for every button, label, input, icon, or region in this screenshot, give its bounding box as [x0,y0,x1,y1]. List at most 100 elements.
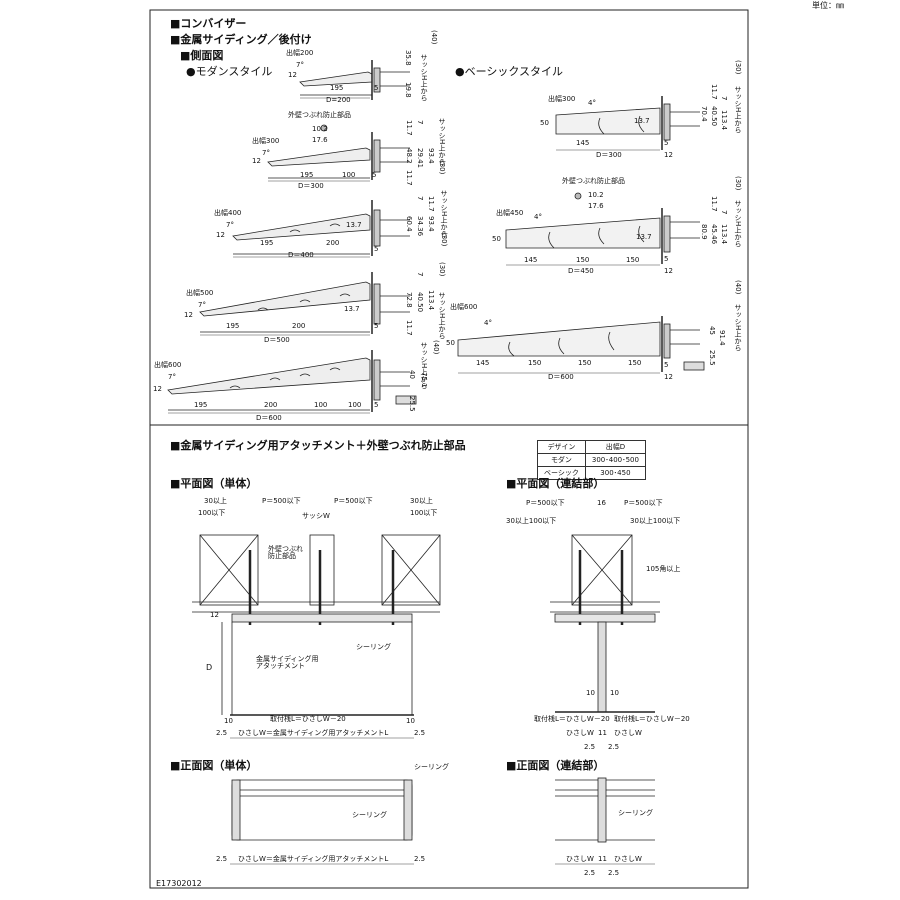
basic-300-d145: 145 [576,139,590,147]
basic-300-sash: サッシH上から [734,86,742,134]
basic-450-r3: 113.4 [720,224,728,245]
spec-cell: 300･400･500 [584,453,646,467]
modern-300-d100: 100 [342,171,356,179]
front-joint-title: ■正面図（連結部） [506,759,605,772]
basic-600-D: D＝600 [548,373,574,381]
front-single-drawing [230,779,414,865]
modern-500-r5: 7 [416,272,424,277]
prevent-part-label-2: 外壁つぶれ防止部品 [562,177,625,185]
basic-600-d12: 12 [664,373,673,381]
basic-300-D: D＝300 [596,151,622,159]
plan-single-dim-p2: P＝500以下 [334,497,373,505]
basic-300-d50: 50 [540,119,549,127]
modern-400-angle: 7° [226,221,234,229]
front-joint-w-left: ひさしW [566,855,594,863]
basic-450-r4: 11.7 [710,196,718,212]
drawing-code: E17302012 [156,879,202,888]
spec-header-width: 出幅D [584,440,646,454]
modern-500-angle: 7° [198,301,206,309]
modern-200-r1: 35.8 [404,50,412,66]
basic-300-width: 出幅300 [548,95,576,103]
basic-300-d137: 13.7 [634,117,650,125]
modern-300-r4: 93.4 [427,148,435,164]
basic-300-r2: 40.50 [710,106,718,127]
basic-600-d150a: 150 [528,359,542,367]
basic-600-r1: 45 [708,326,716,335]
unit-label: 単位：㎜ [812,1,844,10]
modern-200-D: D=200 [326,96,351,104]
basic-600-d150b: 150 [578,359,592,367]
modern-600-d12: 12 [153,385,162,393]
modern-300-r2: 48.2 [405,148,413,164]
modern-600-sash: サッシH上から [420,342,428,390]
basic-style-label: ●ベーシックスタイル [455,65,564,78]
plan-joint-16: 16 [597,499,606,507]
modern-600-d195: 195 [194,401,208,409]
front-single-w: ひさしW＝金属サイディング用アタッチメントL [238,855,389,863]
modern-500-d195: 195 [226,322,240,330]
basic-600-sash: サッシH上から [734,304,742,352]
modern-600-d5: 5 [374,401,379,409]
modern-400-width: 出幅400 [214,209,242,217]
modern-500-profile [199,272,410,334]
basic-450-d50: 50 [492,235,501,243]
modern-300-r5: 11.7 [405,170,413,186]
basic-300-angle: 4° [588,99,596,107]
plan-joint-bar-left: 取付桟L＝ひさしW－20 [534,715,610,723]
front-single-sealing-mid: シーリング [352,811,387,819]
plan-joint-title: ■平面図（連結部） [506,477,605,490]
modern-200-angle: 7° [296,61,304,69]
plan-single-b10a: 10 [224,717,233,725]
basic-300-r5: 7 [720,96,728,101]
basic-450-d150b: 150 [626,256,640,264]
basic-450-d145: 145 [524,256,538,264]
modern-300-d195: 195 [300,171,314,179]
basic-600-d5: 5 [664,361,669,369]
plan-joint-drawing [550,534,660,713]
spec-cell: モダン [537,453,586,467]
modern-200-r2: 19.8 [404,82,412,98]
basic-450-d5: 5 [664,255,669,263]
modern-300-angle: 7° [262,149,270,157]
basic-450-sash: サッシH上から [734,200,742,248]
modern-300-d5: 5 [372,171,377,179]
basic-450-r1: 80.9 [700,224,708,240]
modern-500-sash: サッシH上から [438,292,446,340]
plan-joint-w-right: ひさしW [614,729,642,737]
basic-300-r6: (30) [734,60,742,75]
plan-joint-25b: 2.5 [608,743,620,751]
modern-400-d5: 5 [374,245,379,253]
prevent-dim-1: 10.2 [312,125,328,133]
modern-500-d5: 5 [374,322,379,330]
basic-600-width: 出幅600 [450,303,478,311]
modern-200-width: 出幅200 [286,49,314,57]
plan-single-d12: 12 [210,611,219,619]
modern-600-r2: 75.1 [420,372,428,388]
modern-400-r5: 7 [416,196,424,201]
modern-600-r3: 25.5 [408,396,416,412]
plan-single-b25b: 2.5 [414,729,426,737]
modern-200-d5: 5 [374,84,379,92]
title-metal-siding: ■金属サイディング／後付け [170,33,312,46]
basic-450-r5: 7 [720,210,728,215]
basic-450-d12: 12 [664,267,673,275]
modern-400-sash: サッシH上から [440,190,448,238]
modern-400-D: D＝400 [288,251,314,259]
modern-500-r2: 40.50 [416,292,424,313]
basic-600-d150c: 150 [628,359,642,367]
front-joint-11: 11 [598,855,607,863]
basic-600-d50: 50 [446,339,455,347]
plan-single-dim-100: 100以下 [198,509,226,517]
modern-300-D: D＝300 [298,182,324,190]
front-joint-sealing: シーリング [618,809,653,817]
modern-200-sash: サッシH上から [420,54,428,102]
front-single-title: ■正面図（単体） [170,759,258,772]
front-single-25b: 2.5 [414,855,426,863]
section2-title: ■金属サイディング用アタッチメント＋外壁つぶれ防止部品 [170,439,466,452]
basic-300-r1: 70.4 [700,106,708,122]
modern-200-profile [299,60,410,100]
basic-600-angle: 4° [484,319,492,327]
prevent-dim-4: 17.6 [588,202,604,210]
modern-400-r2: 34.36 [416,216,424,237]
